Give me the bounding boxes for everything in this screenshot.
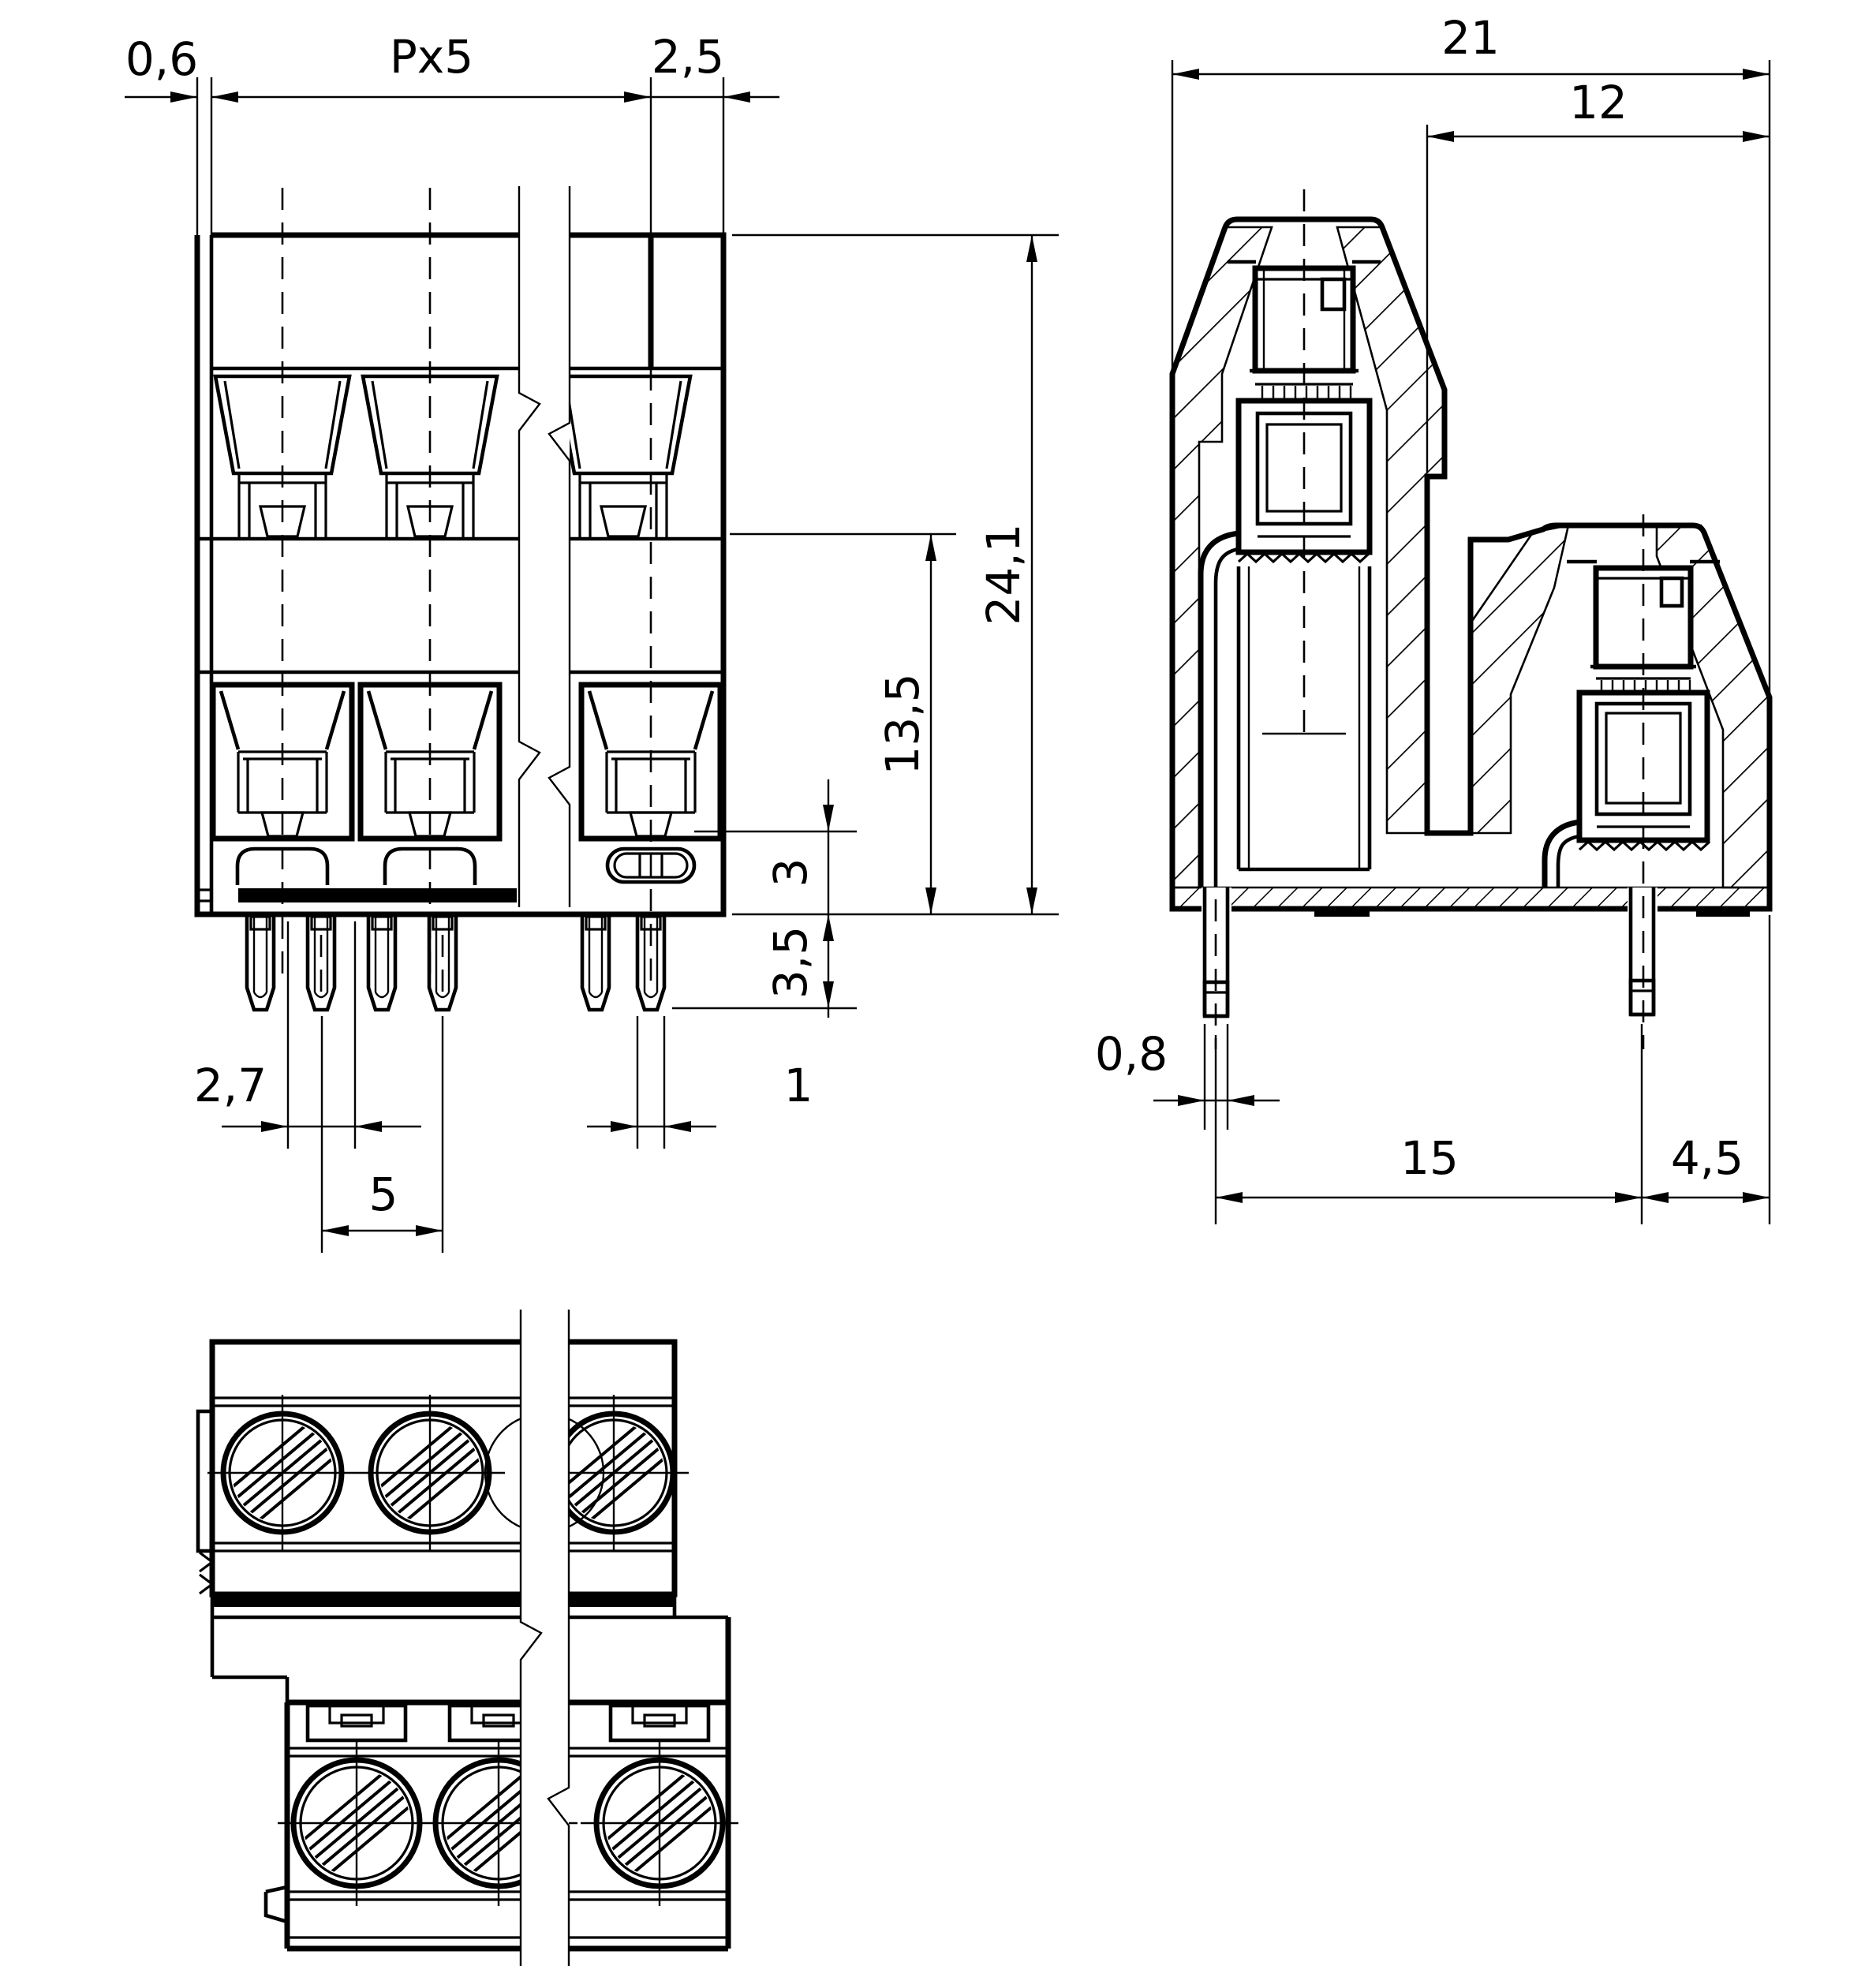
upper-screw-recess-3 — [554, 374, 693, 539]
dim-label-height: 24,1 — [977, 523, 1030, 625]
side-outline — [1169, 216, 1773, 912]
front-center-lines — [281, 188, 652, 996]
dim-label-offset: 2,5 — [652, 30, 724, 84]
front-view: 0,6 Px5 2,5 24,1 13,5 3 3,5 2,7 1 5 — [125, 30, 1059, 1253]
break-line-left — [518, 186, 541, 907]
bottom-view — [196, 1310, 738, 1966]
hatch-base — [1172, 888, 1770, 909]
dim-label-slot: 3 — [764, 858, 817, 888]
break-mask-bottom — [521, 1310, 569, 1966]
break-line-right-bottom — [547, 1310, 570, 1966]
dim-label-pin-gap: 2,7 — [194, 1059, 267, 1112]
dim-label-pin-thickness: 0,8 — [1095, 1027, 1168, 1081]
clamp-windows — [305, 1703, 711, 1743]
bottom-small-tab — [263, 1885, 288, 1924]
front-dimensions: 0,6 Px5 2,5 24,1 13,5 3 3,5 2,7 1 5 — [125, 30, 1059, 1253]
side-dimensions: 21 12 0,8 15 4,5 — [1095, 11, 1771, 1224]
side-pins — [1202, 888, 1658, 1020]
bottom-left-tab — [196, 1409, 215, 1553]
dim-label-pitch: Px5 — [390, 30, 473, 84]
dim-label-pin-pitch: 5 — [369, 1168, 398, 1221]
break-mask — [520, 186, 570, 907]
side-center-lines — [1214, 189, 1645, 1049]
break-line-left-bottom — [519, 1310, 543, 1966]
hatch-lower-left — [1469, 524, 1570, 835]
dim-label-pin-width: 1 — [784, 1059, 813, 1112]
dim-label-wall: 0,6 — [125, 32, 198, 86]
screw-circles-row1 — [207, 1395, 689, 1551]
dim-label-pin-to-edge: 4,5 — [1671, 1131, 1743, 1185]
busbar — [238, 888, 517, 902]
front-pins — [245, 914, 667, 1012]
side-view: 21 12 0,8 15 4,5 — [1095, 11, 1773, 1224]
wire-slot — [605, 846, 697, 884]
screw-circles-row2 — [278, 1740, 738, 1906]
dim-label-pin-protrusion: 3,5 — [764, 926, 817, 999]
dim-label-pin-row-spacing: 15 — [1400, 1131, 1459, 1185]
dim-label-lower-height: 13,5 — [876, 673, 929, 775]
lower-screw-recess-3 — [578, 682, 723, 884]
bottom-lower-outline — [284, 1617, 731, 1952]
dim-label-depth: 21 — [1441, 11, 1500, 65]
dim-label-upper-depth: 12 — [1569, 76, 1628, 129]
break-line-right — [548, 186, 571, 907]
